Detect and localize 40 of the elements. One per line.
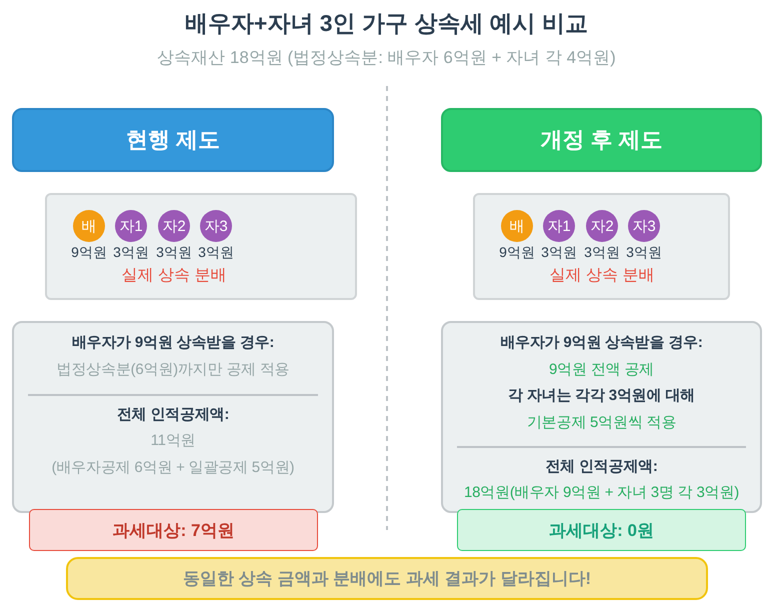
heading-text: 전체 인적공제액: xyxy=(116,405,230,424)
amount-text: 3억원 xyxy=(197,244,235,262)
amount-text: 9억원 xyxy=(498,244,536,262)
distribution-panel xyxy=(45,193,357,300)
person-circle: 자3 xyxy=(200,210,232,242)
title: 배우자+자녀 3인 가구 상속세 예시 비교 xyxy=(184,9,590,38)
amount-text: 3억원 xyxy=(155,244,193,262)
header-box: 개정 후 제도 xyxy=(441,108,762,172)
person-circle: 자1 xyxy=(115,210,147,242)
header-box: 현행 제도 xyxy=(12,108,334,172)
detail-panel xyxy=(441,321,762,513)
body-text: 11억원 xyxy=(150,431,196,450)
person-circle: 배 xyxy=(73,210,105,242)
caption-text: 실제 상속 분배 xyxy=(548,266,656,286)
result-box: 과세대상: 0원 xyxy=(457,509,746,551)
amount-text: 9억원 xyxy=(70,244,108,262)
heading-text: 배우자가 9억원 상속받을 경우: xyxy=(499,333,704,352)
heading-text: 배우자가 9억원 상속받을 경우: xyxy=(70,333,276,352)
person-circle: 자1 xyxy=(543,210,575,242)
amount-text: 3억원 xyxy=(583,244,621,262)
heading-text: 전체 인적공제액: xyxy=(544,457,659,476)
person-circle: 자2 xyxy=(158,210,190,242)
body-text: (배우자공제 6억원 + 일괄공제 5억원) xyxy=(50,458,296,477)
subtitle: 상속재산 18억원 (법정상속분: 배우자 6억원 + 자녀 각 4억원) xyxy=(156,47,617,69)
body-text: 18억원(배우자 9억원 + 자녀 3명 각 3억원) xyxy=(462,483,740,502)
heading-text: 각 자녀는 각각 3억원에 대해 xyxy=(507,386,696,405)
person-circle: 배 xyxy=(501,210,533,242)
detail-panel xyxy=(12,321,334,513)
distribution-panel xyxy=(473,193,730,300)
body-text: 9억원 전액 공제 xyxy=(548,360,655,379)
result-box: 과세대상: 7억원 xyxy=(29,509,318,551)
note-box: 동일한 상속 금액과 분배에도 과세 결과가 달라집니다! xyxy=(66,557,708,600)
caption-text: 실제 상속 분배 xyxy=(120,266,228,286)
person-circle: 자3 xyxy=(628,210,660,242)
amount-text: 3억원 xyxy=(625,244,663,262)
person-circle: 자2 xyxy=(586,210,618,242)
amount-text: 3억원 xyxy=(540,244,578,262)
body-text: 법정상속분(6억원)까지만 공제 적용 xyxy=(56,360,290,379)
amount-text: 3억원 xyxy=(112,244,150,262)
body-text: 기본공제 5억원씩 적용 xyxy=(526,413,678,432)
